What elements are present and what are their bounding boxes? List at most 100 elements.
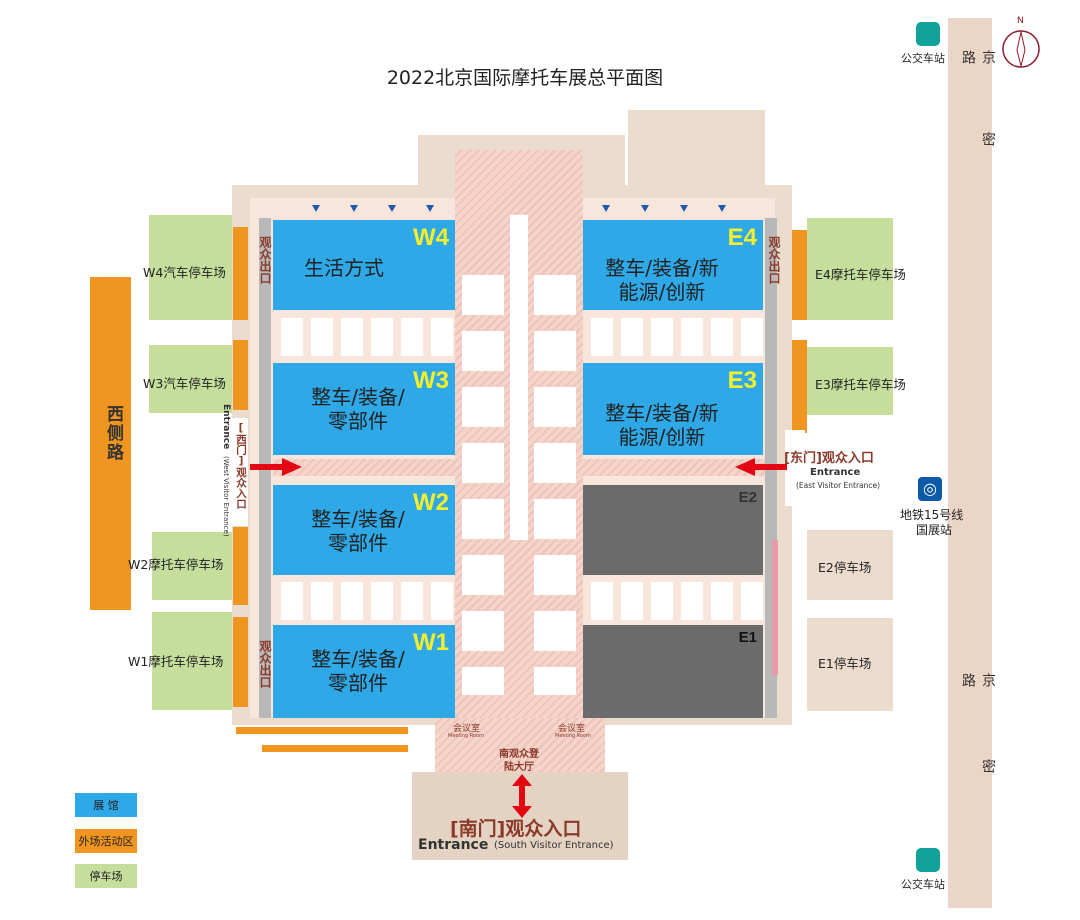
door-marker-icon [312,205,320,212]
east-entrance-cn: [东门]观众入口 [784,451,874,466]
meeting-room-east-cn: 会议室 [558,724,586,734]
hall-e4[interactable]: E4 整车/装备/新能源/创新 [583,220,763,310]
door-marker-icon [602,205,610,212]
door-marker-icon [680,205,688,212]
hall-w3[interactable]: W3 整车/装备/零部件 [273,363,455,455]
west-entrance-cn: [西门]观众入口 [235,422,247,509]
parking-e2-label: E2停车场 [818,560,872,575]
outdoor-zone [792,340,807,433]
east-road-label-top: 京密路 [960,50,996,214]
hall-w2-id: W2 [413,489,449,516]
hall-w1-label: 整车/装备/零部件 [311,647,405,695]
parking-e3-label: E3摩托车停车场 [815,377,906,392]
hall-w1-id: W1 [413,629,449,656]
south-entrance-cn: [南门]观众入口 [450,818,582,840]
outdoor-zone [236,727,408,734]
map-title: 2022北京国际摩托车展总平面图 [386,67,664,89]
bus-icon [916,848,940,872]
east-road [948,18,992,908]
legend-parking-label: 停车场 [89,870,123,883]
hall-w3-id: W3 [413,367,449,394]
parking-e1-label: E1停车场 [818,656,872,671]
parking-e4 [807,218,893,320]
parking-e3 [807,347,893,415]
compass-icon: N [998,16,1044,70]
parking-w2 [152,532,232,600]
east-road-label-bottom: 京密路 [960,673,996,845]
parking-w3 [149,345,232,413]
west-entrance-en-sub: (West Visitor Entrance) [222,456,230,537]
meeting-room-west-cn: 会议室 [453,724,481,734]
parking-e4-label: E4摩托车停车场 [815,267,906,282]
door-marker-icon [641,205,649,212]
east-entrance-en: Entrance [810,467,861,478]
bus-stop-label-top: 公交车站 [901,52,945,65]
pink-path [772,540,778,675]
hall-w1[interactable]: W1 整车/装备/零部件 [273,625,455,718]
hall-w4-id: W4 [413,224,449,251]
subway-line-label: 地铁15号线 [900,508,964,522]
east-entrance-arrow-icon [735,458,787,476]
east-entrance-panel [785,430,805,506]
hall-w3-label: 整车/装备/零部件 [311,385,405,433]
outdoor-zone [233,617,248,707]
east-link-corridor [575,459,765,476]
building-northeast-wing [628,110,765,190]
west-entrance-arrow-icon [250,458,302,476]
hall-e2-id: E2 [738,489,757,506]
parking-w4-label: W4汽车停车场 [143,265,226,280]
parking-w3-label: W3汽车停车场 [143,376,226,391]
outdoor-zone [233,227,248,320]
door-marker-icon [426,205,434,212]
exit-label-w1: 观众出口 [258,640,272,688]
parking-w1 [152,612,232,710]
bus-stop-label-bottom: 公交车站 [901,878,945,891]
hall-e3[interactable]: E3 整车/装备/新能源/创新 [583,363,763,455]
hall-e2[interactable]: E2 [583,485,763,575]
south-entrance-en: Entrance [418,837,489,853]
meeting-room-east-en: Meeting Room [555,733,591,739]
booth-row [583,582,763,620]
bus-icon [916,22,940,46]
booth-row [273,582,455,620]
subway-station-label: 国展站 [916,523,953,537]
exit-label-e4: 观众出口 [767,236,781,284]
outdoor-zone [233,340,248,410]
south-entrance-en-sub: (South Visitor Entrance) [494,840,614,851]
hall-w4-label: 生活方式 [304,256,384,280]
west-road-label: 西侧路 [103,405,123,462]
hall-e1[interactable]: E1 [583,625,763,718]
outdoor-zone [262,745,408,752]
west-entrance-en: Entrance [221,404,231,450]
outdoor-zone [233,527,248,605]
parking-w1-label: W1摩托车停车场 [128,654,224,669]
legend-outdoor: 外场活动区 [75,829,137,853]
legend-halls: 展 馆 [75,793,137,817]
hall-e3-id: E3 [727,367,757,394]
parking-e1 [807,618,893,711]
parking-e2 [807,530,893,600]
west-road [90,277,131,610]
west-entrance-panel [218,418,248,526]
hall-w2[interactable]: W2 整车/装备/零部件 [273,485,455,575]
parking-w4 [149,215,232,320]
hall-w2-label: 整车/装备/零部件 [311,507,405,555]
door-marker-icon [388,205,396,212]
booth-row [583,318,763,356]
west-link-corridor [273,459,463,476]
concourse-booths-east [534,275,576,695]
parking-w2-label: W2摩托车停车场 [128,557,224,572]
legend-parking: 停车场 [75,864,137,888]
hall-w4[interactable]: W4 生活方式 [273,220,455,310]
hall-e4-label: 整车/装备/新能源/创新 [605,256,719,304]
south-entrance-arrow-icon [512,774,532,818]
hall-e3-label: 整车/装备/新能源/创新 [605,401,719,449]
door-marker-icon [718,205,726,212]
south-lobby-label: 南观众登陆大厅 [499,749,539,773]
concourse-booths-west [462,275,504,695]
east-entrance-en-sub: (East Visitor Entrance) [796,481,881,490]
legend-halls-label: 展 馆 [93,799,119,812]
hall-e4-id: E4 [727,224,757,251]
exit-label-w4: 观众出口 [258,236,272,284]
hall-e1-id: E1 [738,629,757,646]
